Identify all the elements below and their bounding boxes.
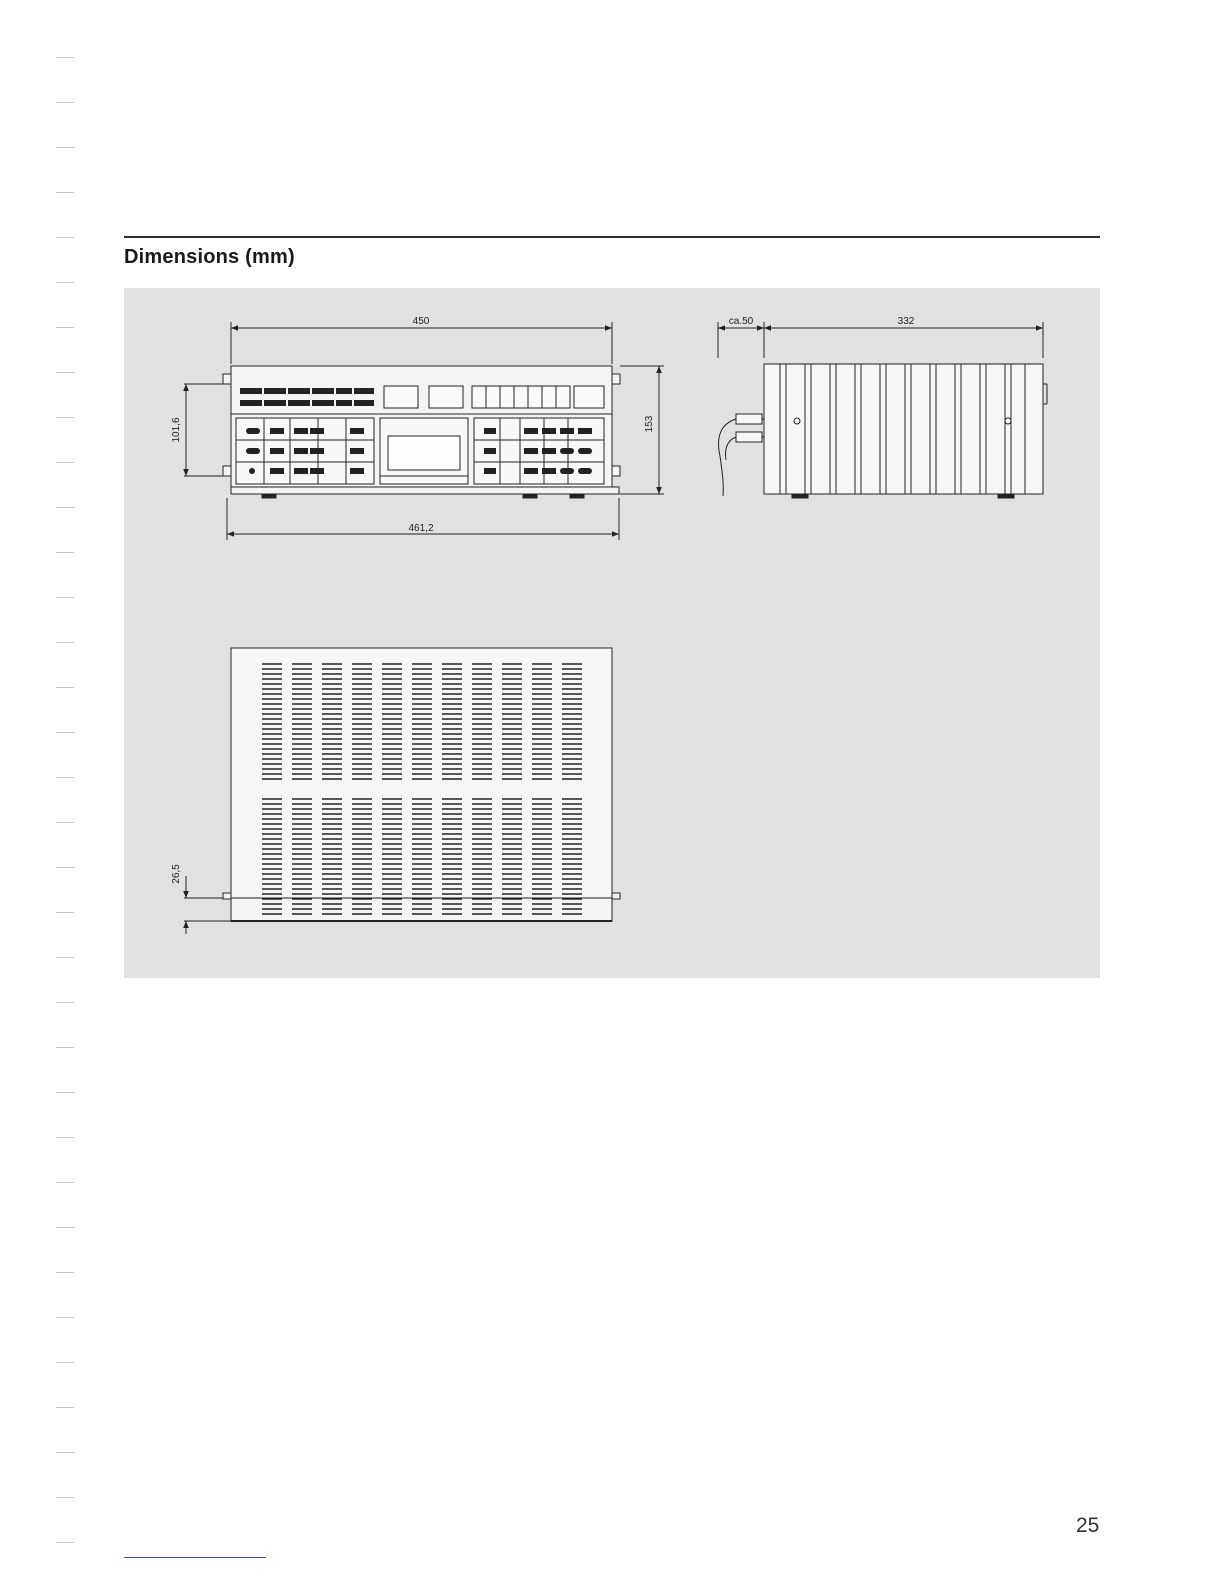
dimension-bottom-offset: 26,5	[171, 864, 182, 884]
dimension-mount-height: 101,6	[171, 417, 182, 442]
dimension-front-width: 450	[413, 316, 430, 327]
side-view	[718, 322, 1047, 498]
footnote-rule	[124, 1557, 266, 1558]
front-view	[184, 322, 664, 540]
top-view	[184, 648, 620, 934]
margin-marks	[56, 0, 76, 1584]
dimension-side-depth: 332	[898, 316, 915, 327]
section-rule	[124, 236, 1100, 238]
dimension-front-height: 153	[644, 415, 655, 432]
page-number: 25	[1076, 1514, 1099, 1538]
section-title: Dimensions (mm)	[124, 246, 295, 269]
dimension-front-overall-width: 461,2	[408, 523, 433, 534]
dimension-cable-clearance: ca.50	[729, 316, 754, 327]
drawing-panel: 450 461,2 101,6 153	[124, 288, 1100, 978]
